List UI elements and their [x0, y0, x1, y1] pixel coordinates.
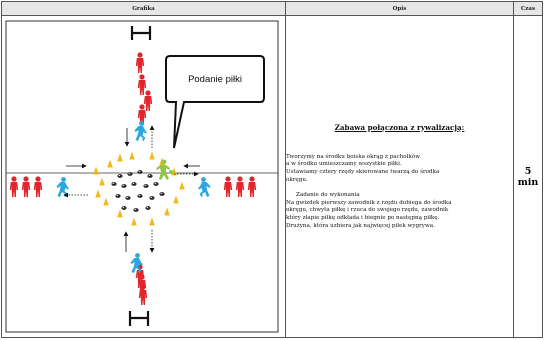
team-right [223, 176, 257, 197]
task-line: który złapie piłkę odkłada i biegnie po … [286, 214, 440, 221]
intro-line: a w środku umieszczamy wszystkie piłki. [286, 161, 402, 168]
runner-left [56, 177, 69, 197]
goal-top [130, 26, 152, 40]
header-time: Czas [513, 1, 543, 16]
goal-bottom [128, 311, 150, 326]
task-line: okręgu, chwyta piłkę i rzuca do swojego … [286, 207, 449, 214]
intro-line: okręgu. [286, 176, 308, 183]
runner-right [198, 177, 211, 197]
time-value: 5 [524, 165, 532, 177]
green-player [156, 159, 173, 180]
task-heading: Zadanie do wykonania [296, 192, 360, 199]
graphic-cell: Podanie piłki [1, 15, 286, 338]
runner-bottom [130, 253, 143, 273]
time-unit: min [517, 176, 539, 188]
description-task: Na gwizdek pierwszy zawodnik z rzędu dob… [286, 200, 513, 230]
intro-line: Tworzymy na środku boiska okrąg z pachoł… [286, 153, 421, 160]
description-title: Zabawa połączona z rywalizacją: [334, 122, 465, 132]
header-description: Opis [285, 1, 514, 16]
field-diagram: Podanie piłki [5, 20, 279, 333]
movement-arrows [63, 125, 200, 253]
team-top [135, 52, 153, 125]
task-line: Drużyna, która uzbiera jak najwięcej pił… [286, 222, 435, 229]
field-border [5, 20, 279, 333]
description-cell: Zabawa połączona z rywalizacją: Tworzymy… [285, 15, 514, 338]
cone-circle [93, 151, 185, 226]
header-graphic: Grafika [1, 1, 286, 16]
team-bottom [135, 264, 148, 305]
team-left [9, 176, 43, 197]
speech-bubble-text: Podanie piłki [188, 74, 242, 85]
speech-bubble [165, 55, 265, 149]
intro-line: Ustawiamy cztery rzędy skierowane twarzą… [286, 169, 440, 176]
description-intro: Tworzymy na środku boiska okrąg z pachoł… [286, 154, 513, 184]
runner-top [134, 121, 147, 141]
time-cell: 5 min [513, 15, 543, 338]
task-line: Na gwizdek pierwszy zawodnik z rzędu dob… [286, 199, 452, 206]
balls [111, 170, 165, 212]
